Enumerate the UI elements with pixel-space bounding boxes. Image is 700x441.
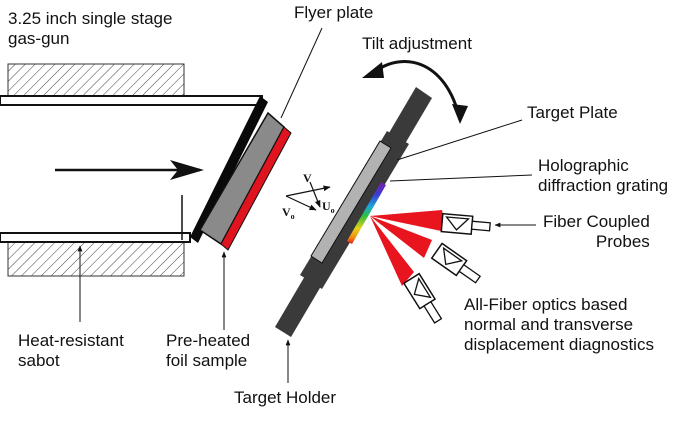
fiber-probe-1 [440, 212, 491, 235]
sabot-label-line1: Heat-resistant [18, 331, 124, 350]
flyer-plate-label: Flyer plate [294, 3, 374, 22]
fiber-probes-label: Fiber Coupled Probes [543, 212, 650, 252]
all-fiber-label-line3: displacement diagnostics [464, 335, 654, 354]
target-holder-label: Target Holder [234, 388, 337, 407]
leader-lines [77, 27, 536, 383]
foil-sample-label-line2: foil sample [166, 351, 248, 370]
leader-flyer-plate [280, 27, 323, 119]
barrel-wall-top [0, 95, 263, 106]
gas-gun-barrel [0, 63, 263, 277]
diffraction-grating [347, 182, 386, 244]
fiber-probes-label-line1: Fiber Coupled [543, 212, 650, 231]
grating-label: Holographic diffraction grating [538, 156, 668, 196]
target-plate-label: Target Plate [527, 103, 618, 122]
fiber-probe-3 [402, 272, 443, 324]
gas-gun-label-line1: 3.25 inch single stage [8, 9, 173, 28]
probe-beams [370, 210, 446, 286]
target-assembly [275, 87, 432, 337]
all-fiber-label-line2: normal and transverse [464, 315, 634, 334]
barrel-wall-bottom [0, 232, 191, 243]
vector-v-label: V [303, 171, 312, 185]
velocity-vectors: V Vo Uo [282, 171, 335, 221]
foil-sample-label: Pre-heated foil sample [166, 331, 250, 371]
gas-gun-label-line2: gas-gun [8, 29, 70, 48]
tilt-adjustment-label: Tilt adjustment [362, 34, 472, 53]
leader-target-plate [396, 119, 523, 161]
grating-label-line1: Holographic [538, 156, 629, 175]
motion-arrow-head [170, 160, 204, 180]
probe-beam-1 [370, 210, 446, 232]
probe-beam-2 [370, 216, 432, 258]
tilt-arrow-head-right [452, 104, 468, 124]
barrel-support-bottom [7, 241, 185, 277]
probe-beam-3 [370, 216, 414, 286]
sabot-assembly [181, 96, 292, 251]
tilt-arrow-head-left [362, 62, 384, 78]
all-fiber-label: All-Fiber optics based normal and transv… [464, 295, 654, 355]
leader-grating [389, 174, 533, 182]
sabot [190, 96, 268, 243]
target-plate-face [359, 148, 387, 196]
foil-sample [220, 126, 292, 251]
gas-gun-label: 3.25 inch single stage gas-gun [8, 9, 172, 49]
sabot-label-line2: sabot [18, 351, 60, 370]
fiber-probe-2 [430, 242, 482, 284]
vector-uo-label: Uo [322, 199, 335, 215]
barrel-support-top [7, 63, 185, 97]
all-fiber-label-line1: All-Fiber optics based [464, 295, 628, 314]
grating-label-line2: diffraction grating [538, 176, 669, 195]
sabot-label: Heat-resistant sabot [18, 331, 124, 371]
foil-sample-label-line1: Pre-heated [166, 331, 251, 350]
fiber-probes-label-line2: Probes [595, 232, 650, 251]
vector-vo-label: Vo [282, 205, 295, 221]
